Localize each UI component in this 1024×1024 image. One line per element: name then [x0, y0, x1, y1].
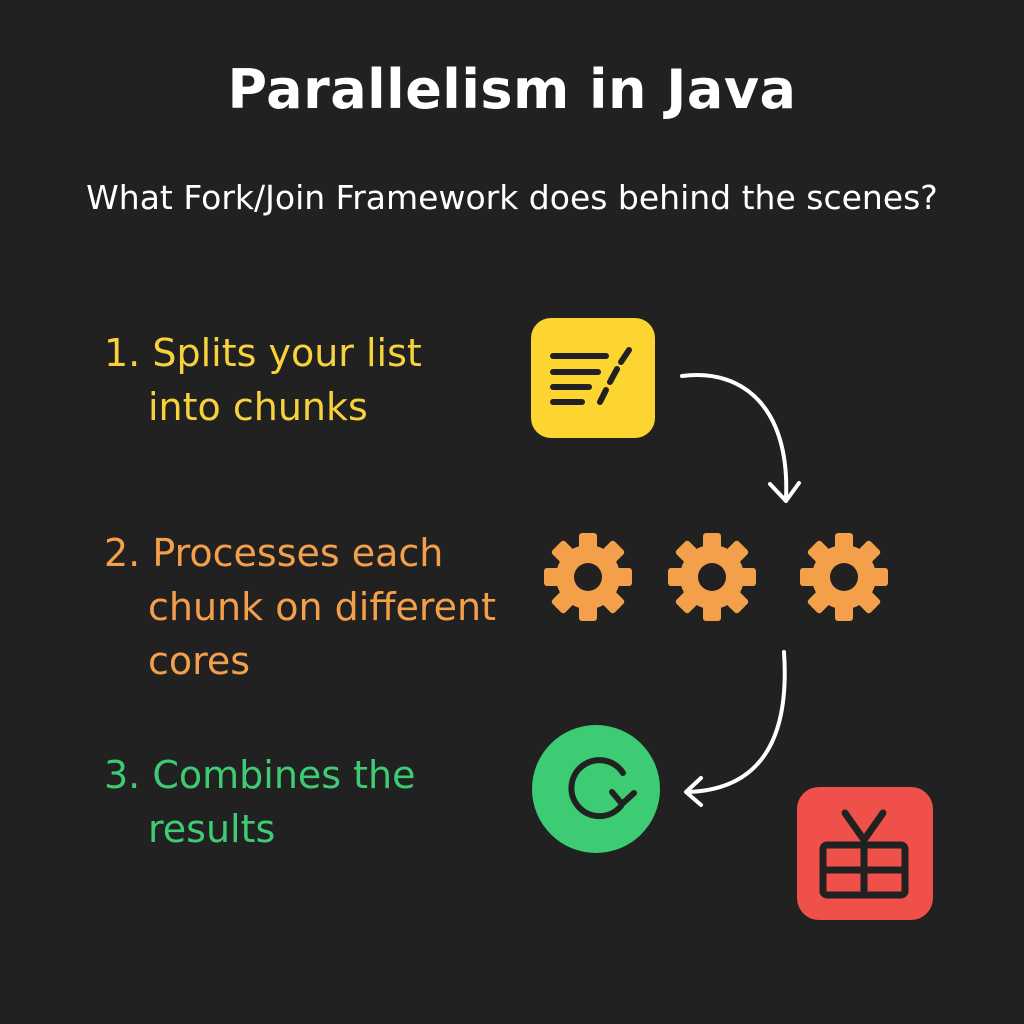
arrow-split-to-process: [680, 373, 801, 503]
document-icon: [531, 318, 655, 438]
step-process: 2. Processes each chunk on different cor…: [104, 526, 496, 688]
step-combine-line-1: 3. Combines the: [104, 753, 416, 797]
step-split-line-1: 1. Splits your list: [104, 331, 422, 375]
refresh-icon: [532, 725, 660, 853]
step-process-line-1: 2. Processes each: [104, 531, 444, 575]
gear-icon: [668, 533, 756, 621]
step-split-line-2: into chunks: [148, 385, 368, 429]
gift-icon: [797, 787, 933, 920]
diagram-subtitle: What Fork/Join Framework does behind the…: [86, 178, 938, 217]
step-process-line-3: cores: [148, 639, 251, 683]
gear-icon: [800, 533, 888, 621]
step-combine: 3. Combines the results: [104, 748, 416, 856]
step-combine-line-2: results: [148, 807, 276, 851]
step-split: 1. Splits your list into chunks: [104, 326, 422, 434]
step-process-line-2: chunk on different: [148, 585, 497, 629]
diagram-title: Parallelism in Java: [227, 58, 797, 121]
arrow-process-to-combine: [684, 650, 787, 807]
gear-icon: [544, 533, 632, 621]
